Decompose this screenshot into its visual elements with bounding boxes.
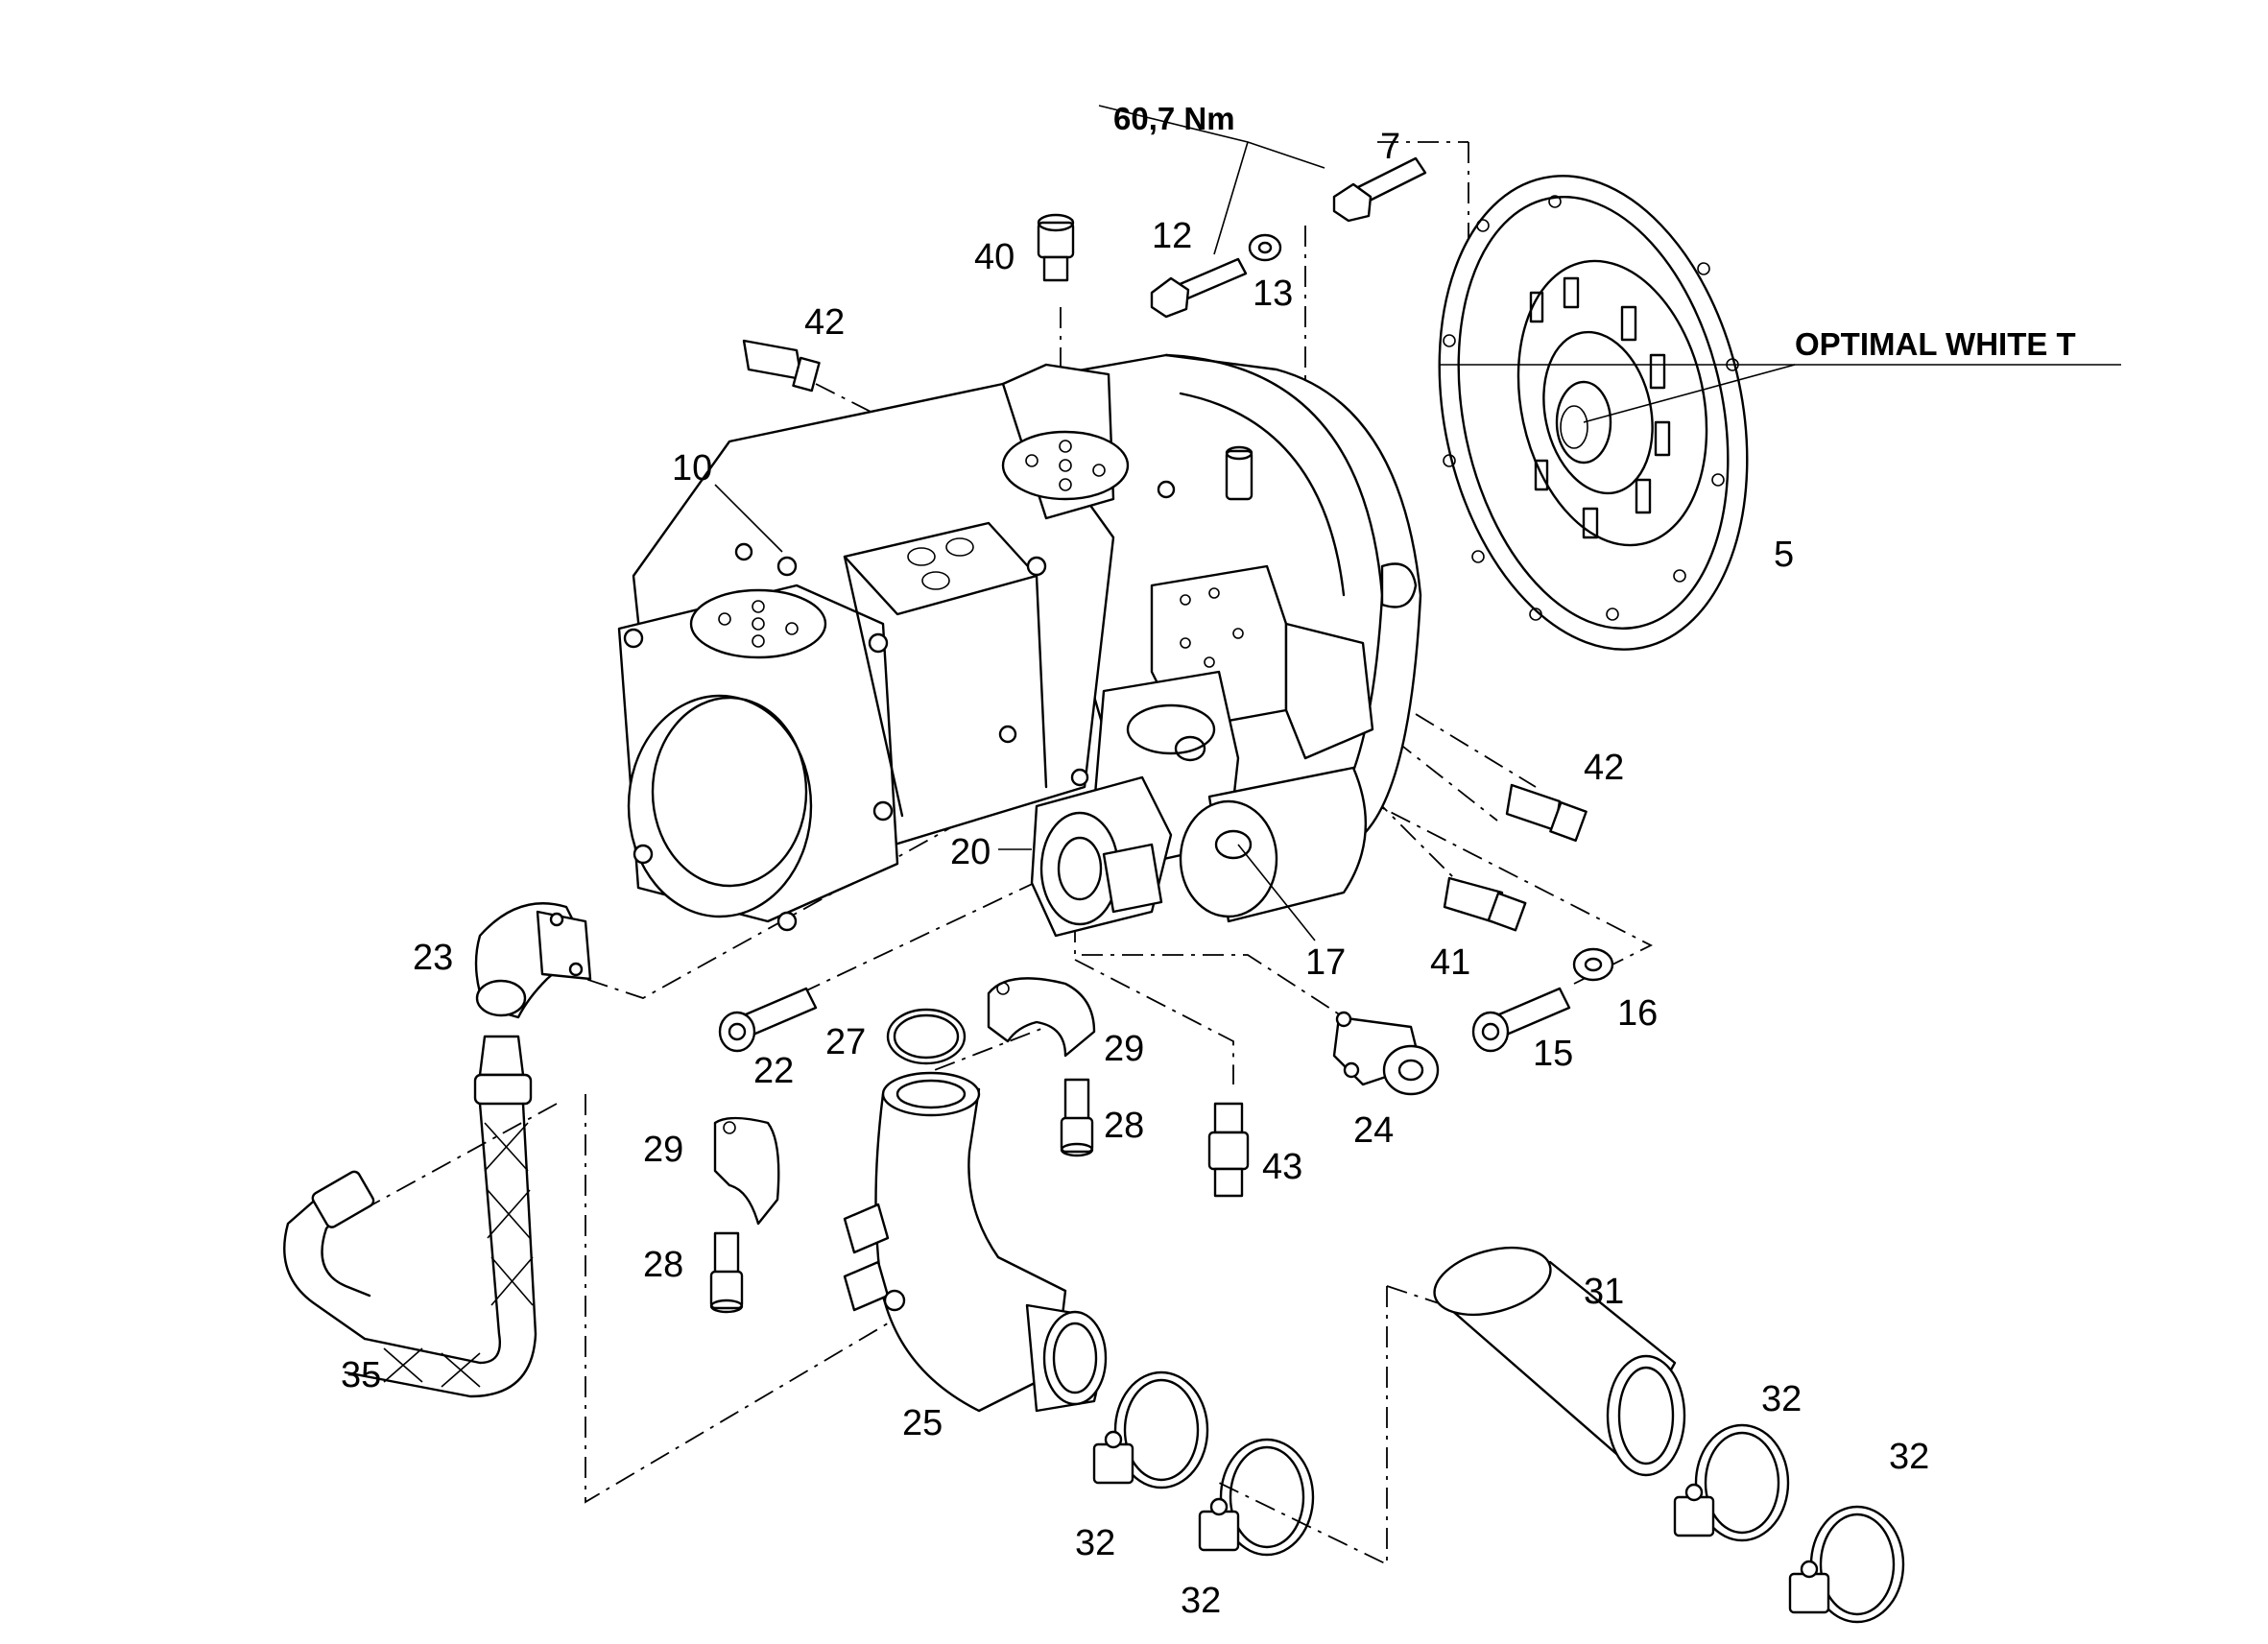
- callout-32-c: 32: [1075, 1523, 1115, 1563]
- callout-42-top: 42: [804, 302, 845, 343]
- elbow-pipe-25: [843, 1071, 1108, 1413]
- callout-43: 43: [1262, 1147, 1302, 1187]
- fitting-42-right: [1505, 783, 1588, 843]
- tube-31: [1433, 1246, 1686, 1477]
- callout-7: 7: [1380, 127, 1400, 167]
- clamp-32-c: [1673, 1423, 1790, 1542]
- callout-29-bottom: 29: [643, 1130, 683, 1170]
- callout-17: 17: [1305, 942, 1346, 983]
- callout-29-top: 29: [1104, 1029, 1144, 1069]
- callout-31: 31: [1584, 1272, 1624, 1312]
- callout-25: 25: [902, 1403, 943, 1443]
- fitting-42-top: [742, 339, 821, 393]
- elbow-flange-23: [474, 902, 592, 1019]
- callout-41: 41: [1430, 942, 1470, 983]
- callout-32-a: 32: [1761, 1379, 1802, 1419]
- clutch-disc-5: [1438, 175, 1749, 651]
- hydraulic-pump-assembly-10: [617, 353, 1422, 938]
- hose-clamps-32: [1092, 1370, 1905, 1624]
- clamp-32-b: [1198, 1438, 1315, 1557]
- screw-28-bottom: [709, 1231, 744, 1314]
- half-clamp-29-bottom: [713, 1116, 780, 1226]
- callout-40: 40: [974, 237, 1015, 277]
- washer-16: [1572, 947, 1614, 982]
- bolt-7: [1332, 156, 1427, 223]
- callout-27: 27: [825, 1022, 866, 1062]
- callout-10: 10: [672, 448, 712, 488]
- fitting-40: [1037, 213, 1075, 282]
- torque-label: 60,7 Nm: [1113, 101, 1235, 136]
- o-ring-27: [886, 1008, 967, 1065]
- washer-13: [1248, 233, 1282, 262]
- callout-28-top: 28: [1104, 1106, 1144, 1146]
- callout-13: 13: [1253, 274, 1293, 314]
- callout-15: 15: [1533, 1034, 1573, 1074]
- callout-23: 23: [413, 938, 453, 978]
- flange-24: [1332, 1011, 1440, 1096]
- clamp-32-a: [1092, 1370, 1209, 1489]
- fitting-43: [1207, 1102, 1250, 1198]
- callout-22: 22: [753, 1051, 794, 1091]
- clamp-32-d: [1788, 1505, 1905, 1624]
- screw-15: [1471, 987, 1571, 1053]
- screw-22: [718, 987, 818, 1053]
- callout-24: 24: [1353, 1110, 1394, 1151]
- fitting-41: [1443, 876, 1527, 932]
- callout-42-right: 42: [1584, 748, 1624, 788]
- callout-12: 12: [1152, 216, 1192, 256]
- half-clamp-29-top: [987, 977, 1096, 1058]
- callout-16: 16: [1617, 993, 1658, 1034]
- callout-leaders: [714, 105, 2121, 941]
- callout-32-b: 32: [1889, 1437, 1929, 1477]
- callout-5: 5: [1774, 535, 1794, 575]
- hose-35: [283, 1035, 537, 1398]
- callout-28-bottom: 28: [643, 1245, 683, 1285]
- bolt-12: [1150, 257, 1248, 319]
- screw-28-top: [1060, 1078, 1094, 1157]
- labels: 60,7 Nm OPTIMAL WHITE T 7 12 13 40 42 10…: [341, 101, 2076, 1621]
- callout-35: 35: [341, 1355, 381, 1395]
- note-label: OPTIMAL WHITE T: [1795, 326, 2076, 362]
- callout-32-d: 32: [1181, 1581, 1221, 1621]
- callout-20: 20: [950, 832, 991, 872]
